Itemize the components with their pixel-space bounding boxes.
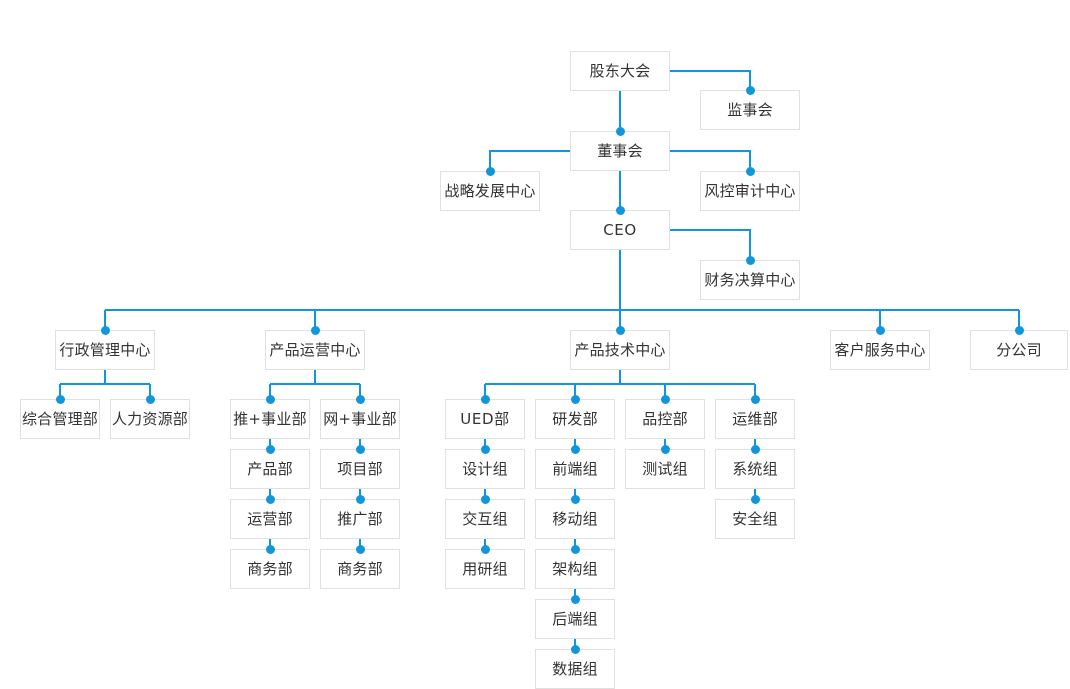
node-ops-tui[interactable]: 推+事业部	[230, 399, 310, 439]
node-board[interactable]: 董事会	[570, 131, 670, 171]
node-ops-promotion[interactable]: 推广部	[320, 499, 400, 539]
node-admin[interactable]: 行政管理中心	[55, 330, 155, 370]
junction-dot-admin-hr	[145, 394, 155, 404]
node-ops-wang[interactable]: 网+事业部	[320, 399, 400, 439]
junction-dot-tech-ops	[750, 394, 760, 404]
junction-dot-ops-project	[355, 444, 365, 454]
node-admin-general[interactable]: 综合管理部	[20, 399, 100, 439]
node-tech-arch[interactable]: 架构组	[535, 549, 615, 589]
junction-dot-customer	[875, 325, 885, 335]
node-tech-test[interactable]: 测试组	[625, 449, 705, 489]
junction-dot-branch	[1014, 325, 1024, 335]
node-ops-operation[interactable]: 运营部	[230, 499, 310, 539]
junction-dot-ops-product	[265, 444, 275, 454]
node-tech-data[interactable]: 数据组	[535, 649, 615, 689]
node-tech-ued[interactable]: UED部	[445, 399, 525, 439]
node-ops-business1[interactable]: 商务部	[230, 549, 310, 589]
node-ops-product[interactable]: 产品部	[230, 449, 310, 489]
junction-dot-tech-interact	[480, 494, 490, 504]
junction-dot-finance	[745, 255, 755, 265]
node-finance[interactable]: 财务决算中心	[700, 260, 800, 300]
junction-dot-tech-mobile	[570, 494, 580, 504]
node-ceo[interactable]: CEO	[570, 210, 670, 250]
node-tech-mobile[interactable]: 移动组	[535, 499, 615, 539]
junction-dot-ceo	[615, 205, 625, 215]
junction-dot-tech-frontend	[570, 444, 580, 454]
junction-dot-tech-security	[750, 494, 760, 504]
junction-dot-ops-business2	[355, 544, 365, 554]
node-riskaudit[interactable]: 风控审计中心	[700, 171, 800, 211]
node-shareholders[interactable]: 股东大会	[570, 51, 670, 91]
junction-dot-tech-data	[570, 644, 580, 654]
junction-dot-tech-backend	[570, 594, 580, 604]
node-customer[interactable]: 客户服务中心	[830, 330, 930, 370]
junction-dot-tech-research	[480, 544, 490, 554]
junction-dot-tech-test	[660, 444, 670, 454]
node-ops-business2[interactable]: 商务部	[320, 549, 400, 589]
junction-dot-tech-arch	[570, 544, 580, 554]
junction-dot-prodops	[310, 325, 320, 335]
node-prodtech[interactable]: 产品技术中心	[570, 330, 670, 370]
node-admin-hr[interactable]: 人力资源部	[110, 399, 190, 439]
node-tech-research[interactable]: 用研组	[445, 549, 525, 589]
node-tech-system[interactable]: 系统组	[715, 449, 795, 489]
node-tech-frontend[interactable]: 前端组	[535, 449, 615, 489]
junction-dot-ops-operation	[265, 494, 275, 504]
junction-dot-ops-tui	[265, 394, 275, 404]
node-tech-interact[interactable]: 交互组	[445, 499, 525, 539]
node-ops-project[interactable]: 项目部	[320, 449, 400, 489]
junction-dot-tech-ued	[480, 394, 490, 404]
node-strategy[interactable]: 战略发展中心	[440, 171, 540, 211]
junction-dot-board	[615, 126, 625, 136]
node-tech-rd[interactable]: 研发部	[535, 399, 615, 439]
node-branch[interactable]: 分公司	[970, 330, 1068, 370]
node-tech-backend[interactable]: 后端组	[535, 599, 615, 639]
junction-dot-ops-wang	[355, 394, 365, 404]
node-prodops[interactable]: 产品运营中心	[265, 330, 365, 370]
node-tech-qa[interactable]: 品控部	[625, 399, 705, 439]
junction-dot-strategy	[485, 166, 495, 176]
junction-dot-ops-business1	[265, 544, 275, 554]
junction-dot-tech-system	[750, 444, 760, 454]
junction-dot-ops-promotion	[355, 494, 365, 504]
node-tech-design[interactable]: 设计组	[445, 449, 525, 489]
node-supervisors[interactable]: 监事会	[700, 90, 800, 130]
junction-dot-tech-qa	[660, 394, 670, 404]
node-tech-security[interactable]: 安全组	[715, 499, 795, 539]
junction-dot-supervisors	[745, 85, 755, 95]
junction-dot-admin	[100, 325, 110, 335]
junction-dot-tech-design	[480, 444, 490, 454]
junction-dot-admin-general	[55, 394, 65, 404]
junction-dot-tech-rd	[570, 394, 580, 404]
junction-dot-riskaudit	[745, 166, 755, 176]
node-tech-ops[interactable]: 运维部	[715, 399, 795, 439]
junction-dot-prodtech	[615, 325, 625, 335]
